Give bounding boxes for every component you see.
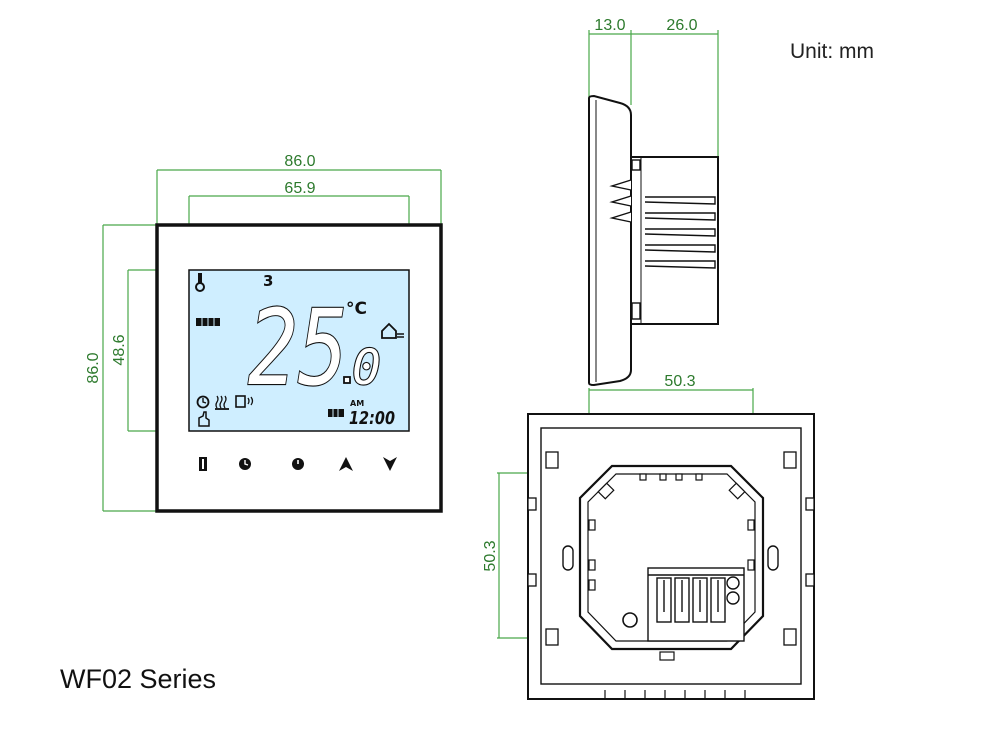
- depth-back-label: 26.0: [666, 17, 697, 34]
- side-fins: [644, 196, 716, 269]
- decimal-point: [343, 376, 351, 384]
- front-plate-profile: [588, 94, 632, 387]
- am-indicator: AM: [350, 399, 364, 408]
- clock-button[interactable]: [239, 458, 251, 470]
- back-view: 50.3 50.3: [482, 373, 815, 700]
- lcd-height-label: 48.6: [111, 334, 128, 365]
- terminal-block: [647, 567, 745, 642]
- heating-icon: [215, 395, 229, 410]
- side-view: 13.0 26.0: [588, 17, 719, 387]
- screw-slots: [562, 545, 779, 571]
- weekday-icon: [328, 409, 344, 417]
- lcd-screen: [188, 269, 410, 432]
- back-height-label: 50.3: [482, 540, 499, 571]
- clock-icon: [196, 395, 210, 409]
- front-view: 86.0 65.9 86.0 48.6 3: [85, 153, 443, 513]
- depth-front-label: 13.0: [594, 17, 625, 34]
- clock-readout: 12:00: [349, 408, 395, 429]
- power-button[interactable]: [199, 457, 207, 471]
- back-box-tabs: [588, 473, 755, 661]
- house-icon: [381, 322, 404, 339]
- series-label: WF02 Series: [60, 664, 217, 694]
- back-box-profile: [630, 156, 719, 325]
- front-height-label: 86.0: [85, 352, 102, 383]
- up-arrow-button[interactable]: [339, 457, 353, 471]
- back-plate-inner: [540, 427, 802, 685]
- thermometer-icon: [195, 273, 205, 292]
- down-arrow-button[interactable]: [383, 457, 397, 471]
- bottom-vents: [604, 690, 746, 699]
- temperature-decimal-digit: 0: [352, 340, 381, 396]
- side-clips: [609, 159, 641, 320]
- side-depth-dimension: 13.0 26.0: [588, 17, 719, 158]
- temperature-main-digits: 25: [248, 287, 348, 409]
- hand-icon: [198, 411, 210, 427]
- segment-block-icon: [196, 318, 220, 326]
- unit-label: Unit: mm: [790, 40, 874, 63]
- front-width-dimension: 86.0: [156, 153, 442, 225]
- lcd-width-label: 65.9: [284, 180, 315, 197]
- cable-hole: [622, 612, 638, 628]
- celsius-unit: °C: [346, 299, 367, 319]
- window-open-icon: [235, 395, 254, 408]
- front-height-dimension: 86.0: [85, 224, 157, 512]
- mode-button[interactable]: [292, 458, 304, 470]
- front-width-label: 86.0: [284, 153, 315, 170]
- mounting-notches: [527, 451, 815, 646]
- mode-digit: 3: [263, 272, 273, 290]
- back-width-label: 50.3: [664, 373, 695, 390]
